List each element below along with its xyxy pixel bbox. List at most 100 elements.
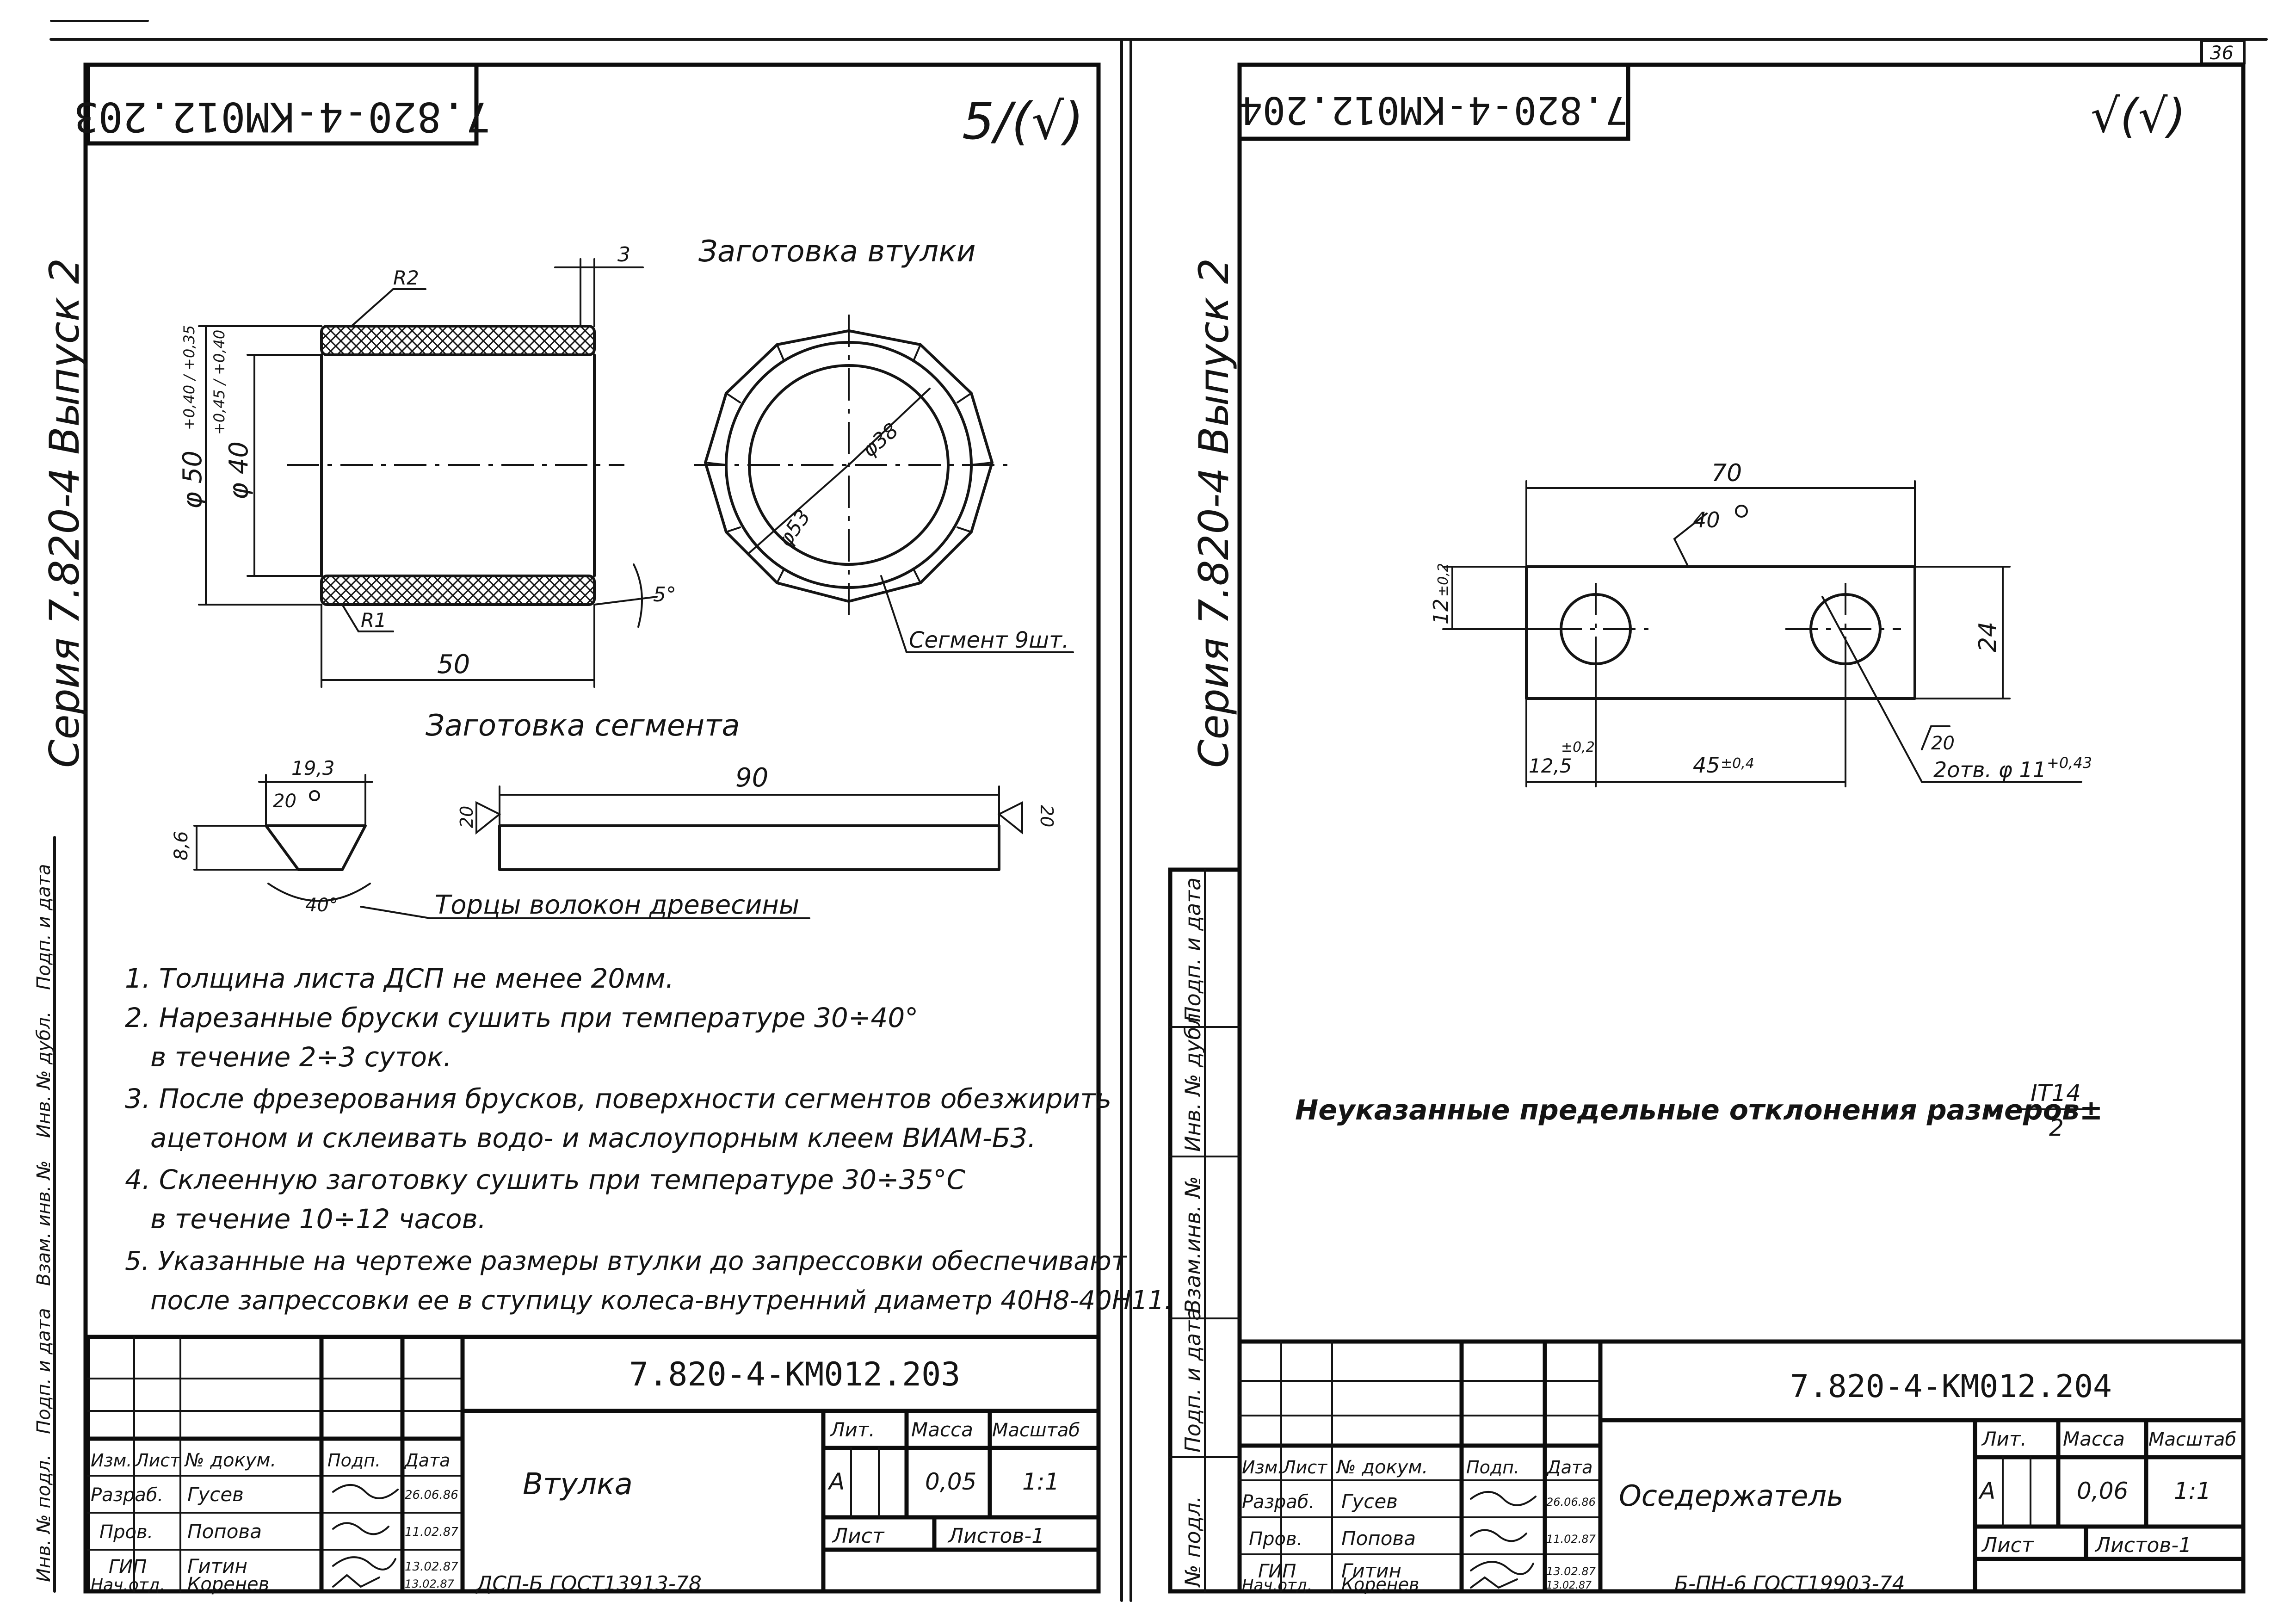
dim-r20b: 20 — [457, 806, 477, 828]
note-line: в течение 2÷3 суток. — [150, 1041, 452, 1073]
dim-h24: 24 — [1974, 622, 2002, 652]
tb-date: 13.02.87 — [405, 1577, 455, 1590]
segment-count-label: Сегмент 9шт. — [909, 627, 1069, 653]
note-line: 4. Склеенную заготовку сушить при темпер… — [125, 1164, 965, 1195]
signature-mark — [332, 1484, 399, 1499]
tb-part-name: Втулка — [523, 1467, 633, 1502]
signature-mark — [1470, 1576, 1518, 1589]
tb-lit: А — [1978, 1478, 1995, 1504]
tb-role: Пров. — [1249, 1528, 1302, 1550]
tb-sheet-label: Лист — [832, 1524, 885, 1548]
tb-col-header: № докум. — [184, 1450, 276, 1471]
dim-holes-tol: +0,43 — [2047, 754, 2092, 772]
tb-person: Попова — [1341, 1527, 1416, 1550]
tb-person: Гусев — [1341, 1490, 1398, 1513]
right-stamp-5: Подп. и дата — [1180, 878, 1205, 1022]
segment-blank-views: Заготовка сегмента 19,3 20 8,6 40° 90 20… — [171, 709, 1057, 920]
tb-col-header: Подп. — [327, 1450, 381, 1471]
dim-a40: 40° — [305, 895, 338, 916]
leader-r1 — [341, 604, 359, 632]
tb-role: ГИП — [1258, 1561, 1296, 1582]
dim-d12-5: 12,5 — [1529, 754, 1572, 777]
grain-label: Торцы волокон древесины — [435, 890, 799, 920]
roughness-circle — [309, 790, 320, 801]
tb-sheet-label: Лист — [1981, 1534, 2034, 1557]
tb-lit-header: Лит. — [1981, 1428, 2027, 1450]
tb-person: Гитин — [1341, 1559, 1401, 1582]
tb-mass: 0,05 — [925, 1468, 976, 1495]
note-line: 2. Нарезанные бруски сушить при температ… — [125, 1002, 918, 1033]
roughness-mark — [1673, 513, 1708, 568]
tb-role: ГИП — [109, 1556, 147, 1577]
right-stamp-4: Инв. № дубл. — [1180, 1006, 1205, 1152]
right-stamp-2: Подп. и дата — [1180, 1308, 1205, 1453]
left-stamp-5: Подп. и дата — [33, 864, 55, 990]
tb-col-header: Изм. — [91, 1450, 132, 1471]
segment-title: Заготовка сегмента — [426, 709, 740, 743]
tb-person: Гитин — [187, 1555, 247, 1577]
tb-person: Коренев — [187, 1574, 269, 1595]
dim-r2: R2 — [393, 266, 419, 289]
signature-mark — [332, 1522, 389, 1535]
tb-code: 7.820-4-КМ012.204 — [1790, 1368, 2112, 1405]
left-series-label: Серия 7.820-4 Выпуск 2 — [41, 258, 88, 768]
right-mirrored-code: 7.820-4-КМ012.204 — [1240, 88, 1628, 132]
dim-len90: 90 — [735, 763, 768, 793]
tb-date: 13.02.87 — [1546, 1580, 1592, 1591]
signature-mark — [1470, 1561, 1534, 1575]
left-stamp-1: Инв. № подл. — [33, 1454, 55, 1582]
tb-scale-header: Масштаб — [992, 1420, 1080, 1441]
tb-sheets-label: Листов-1 — [2094, 1534, 2191, 1557]
tb-role: Нач.отд. — [1242, 1576, 1312, 1595]
tb-role: Пров. — [99, 1521, 153, 1543]
dim-w19: 19,3 — [291, 757, 335, 779]
tolerance-note: Неуказанные предельные отклонения размер… — [1295, 1094, 2103, 1126]
dim-50: 50 — [437, 649, 470, 680]
dim-len70: 70 — [1711, 459, 1742, 487]
leader-segment — [880, 575, 907, 653]
tb-outer — [1237, 1339, 2246, 1594]
signature-mark — [1470, 1529, 1527, 1542]
leader-d53 — [748, 464, 850, 554]
page-number: 36 — [2210, 43, 2234, 64]
dim-r20: 20 — [1931, 733, 1955, 754]
dim-3: 3 — [617, 243, 630, 266]
tb-person: Гусев — [187, 1483, 244, 1506]
dim-d45-tol: ±0,4 — [1721, 755, 1754, 772]
tb-person: Коренев — [1341, 1574, 1419, 1595]
dim-dia50: φ 50 — [178, 451, 208, 509]
tb-role: Разраб. — [1242, 1491, 1315, 1513]
roughness-mark-left — [475, 801, 501, 835]
leader-grain — [360, 906, 431, 919]
dim-d38: φ38 — [858, 419, 903, 462]
dim-holes: 2отв. φ 11 — [1933, 757, 2046, 782]
dim-d12-5-tol: ±0,2 — [1561, 739, 1595, 755]
tb-scale-header: Масштаб — [2148, 1429, 2236, 1450]
note-line: 5. Указанные на чертеже размеры втулки д… — [125, 1246, 1127, 1276]
dim-dia40: φ 40 — [224, 441, 254, 500]
tb-date: 13.02.87 — [405, 1560, 458, 1574]
note-line: 3. После фрезерования брусков, поверхнос… — [125, 1083, 1111, 1114]
leader-r2 — [351, 288, 394, 327]
tb-lit-header: Лит. — [829, 1418, 875, 1441]
tb-date: 13.02.87 — [1546, 1565, 1596, 1578]
tb-mass-header: Масса — [2063, 1428, 2125, 1450]
dim-r1: R1 — [361, 609, 387, 631]
right-title-block: 7.820-4-КМ012.204 Оседержатель Изм. Лист… — [1237, 1339, 2246, 1595]
tb-col-header: Изм. — [1242, 1457, 1283, 1478]
dim-h8: 8,6 — [171, 831, 192, 860]
dim-dia40-tol: +0,45 / +0,40 — [210, 330, 228, 435]
tb-col-header: № докум. — [1336, 1457, 1428, 1478]
bushing-title: Заготовка втулки — [698, 235, 975, 269]
tb-date: 11.02.87 — [1546, 1533, 1596, 1546]
dim-r20c: 20 — [1037, 805, 1057, 827]
right-sheet: 7.820-4-КМ012.204 √(√) Серия 7.820-4 Вып… — [1168, 62, 2246, 1595]
axle-holder-view: 70 40 12 ±0,2 24 12,5 ±0,2 45 ±0,4 — [1429, 459, 2092, 787]
tb-date: 26.06.86 — [405, 1488, 458, 1502]
segment-bar — [498, 824, 1000, 871]
leader-holes — [1821, 596, 1923, 783]
tb-col-header: Дата — [1546, 1457, 1592, 1478]
tb-material: Б-ПН-6 ГОСТ19903-74 — [1674, 1572, 1905, 1595]
signature-mark — [1470, 1491, 1537, 1506]
bushing-side-view: φ 50 +0,40 / +0,35 φ 40 +0,45 / +0,40 R2… — [178, 243, 676, 688]
